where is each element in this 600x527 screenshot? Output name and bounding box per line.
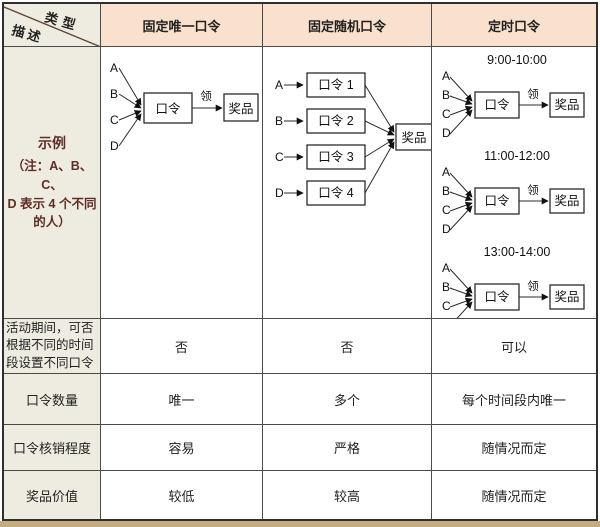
- time-slot-1: 9:00-10:00 A B C D 口令 领 奖品: [438, 53, 596, 147]
- password-box: [474, 91, 520, 119]
- person-label: D: [442, 126, 451, 140]
- table-cell: 否: [263, 319, 432, 374]
- person-label: B: [442, 88, 450, 102]
- password-box: [474, 187, 520, 215]
- prize-box: [223, 93, 259, 122]
- table-cell: 每个时间段内唯一: [432, 374, 596, 425]
- person-label: C: [110, 113, 119, 127]
- person-label: D: [110, 139, 119, 153]
- person-label: B: [275, 114, 283, 128]
- table-cell: 容易: [101, 425, 263, 471]
- fan-in-diagram: A B C D 口令 领 奖品: [442, 165, 585, 236]
- time-slot-label: 9:00-10:00: [487, 53, 547, 67]
- table-cell: 较高: [263, 471, 432, 519]
- example-note: （注：A、B、C、 D 表示 4 个不同 的人）: [7, 159, 97, 230]
- password-box-label: 口令: [155, 101, 181, 116]
- time-slot-2: 11:00-12:00 A B C D 口令 领 奖品: [438, 149, 596, 243]
- column-header-fixed-random: 固定随机口令: [263, 4, 432, 47]
- row-header-verification-strictness: 口令核销程度: [4, 425, 101, 471]
- prize-box-label: 奖品: [228, 102, 253, 116]
- example-timed-diagram: 9:00-10:00 A B C D 口令 领 奖品: [432, 47, 596, 319]
- fan-in-diagram: A B C D 口令 领 奖品: [110, 61, 259, 153]
- column-header-fixed-unique: 固定唯一口令: [101, 4, 263, 47]
- person-label: A: [275, 78, 283, 92]
- table-cell: 多个: [263, 374, 432, 425]
- row-header-time-period-setting: 活动期间，可否根据不同的时间段设置不同口令: [4, 319, 101, 374]
- password-box: [474, 283, 520, 311]
- fan-in-diagram: A B C D 口令 领 奖品: [442, 69, 585, 140]
- person-label: D: [442, 222, 451, 236]
- column-header-label: 固定唯一口令: [142, 18, 221, 34]
- claim-label: 领: [200, 90, 212, 103]
- corner-desc-label: 描述: [10, 22, 45, 45]
- bottom-strip: [0, 521, 600, 527]
- fan-out-in-diagram: A B C D 口令 1 口令 2 口令 3 口令 4: [275, 72, 431, 206]
- password-box: [306, 180, 366, 206]
- person-label: C: [442, 203, 451, 217]
- time-slot-label: 13:00-14:00: [483, 245, 551, 259]
- password-type-comparison-table: 类型 描述 固定唯一口令 固定随机口令 定时口令 示例 （注：A、B、C、 D …: [2, 2, 598, 521]
- time-slot-label: 11:00-12:00: [484, 149, 550, 163]
- person-label: A: [442, 165, 450, 179]
- person-label: D: [275, 186, 284, 200]
- claim-label: 领: [527, 280, 539, 293]
- table-cell: 较低: [101, 471, 263, 519]
- password-box-label: 口令 3: [318, 149, 353, 164]
- password-box-label: 口令: [484, 97, 510, 112]
- password-box-label: 口令 4: [318, 185, 353, 200]
- prize-box-label: 奖品: [554, 98, 579, 112]
- person-label: B: [110, 87, 118, 101]
- table-cell: 严格: [263, 425, 432, 471]
- person-label: C: [442, 107, 451, 121]
- person-label: A: [442, 261, 450, 275]
- row-header-example: 示例 （注：A、B、C、 D 表示 4 个不同 的人）: [4, 47, 101, 319]
- corner-type-label: 类型: [43, 9, 82, 33]
- prize-box-label: 奖品: [401, 131, 426, 145]
- row-header-prize-value: 奖品价值: [4, 471, 101, 519]
- claim-label: 领: [527, 88, 539, 101]
- prize-box: [549, 284, 585, 310]
- diagonal-header: 类型 描述: [4, 6, 100, 46]
- fan-in-diagram: A B C D 口令 领 奖品: [442, 261, 585, 318]
- person-label: C: [275, 150, 284, 164]
- corner-cell: 类型 描述: [4, 4, 101, 47]
- person-label: C: [442, 299, 451, 313]
- table-cell: 唯一: [101, 374, 263, 425]
- prize-box: [395, 123, 431, 151]
- password-box-label: 口令 1: [318, 77, 353, 92]
- prize-box-label: 奖品: [554, 194, 579, 208]
- column-header-label: 定时口令: [487, 18, 540, 34]
- column-header-timed: 定时口令: [432, 4, 596, 47]
- claim-label: 领: [527, 184, 539, 197]
- table-cell: 否: [101, 319, 263, 374]
- password-box-label: 口令: [484, 193, 510, 208]
- prize-box: [549, 92, 585, 118]
- time-slot-3: 13:00-14:00 A B C D 口令 领 奖品: [438, 245, 596, 318]
- row-header-password-count: 口令数量: [4, 374, 101, 425]
- table-cell: 随情况而定: [432, 425, 596, 471]
- person-label: B: [442, 184, 450, 198]
- password-box-label: 口令: [484, 289, 510, 304]
- password-box: [143, 92, 193, 124]
- example-title: 示例: [38, 135, 66, 151]
- prize-box: [549, 188, 585, 214]
- example-fixed-random-diagram: A B C D 口令 1 口令 2 口令 3 口令 4: [263, 47, 432, 319]
- prize-box-label: 奖品: [554, 290, 579, 304]
- person-label: A: [110, 61, 118, 75]
- table-cell: 可以: [432, 319, 596, 374]
- person-label: B: [442, 280, 450, 294]
- password-box-label: 口令 2: [318, 113, 353, 128]
- example-fixed-unique-diagram: A B C D 口令 领 奖品: [101, 47, 263, 319]
- table-cell: 随情况而定: [432, 471, 596, 519]
- person-label: A: [442, 69, 450, 83]
- column-header-label: 固定随机口令: [307, 18, 386, 34]
